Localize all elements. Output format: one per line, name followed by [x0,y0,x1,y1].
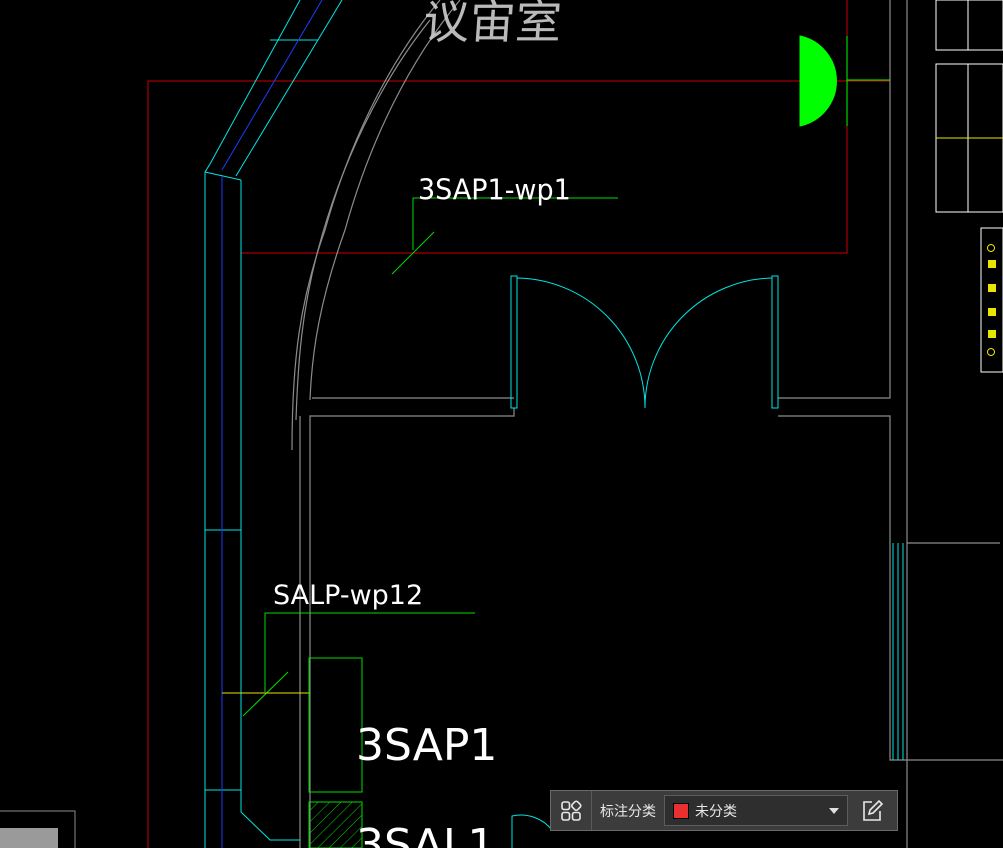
category-selected-value: 未分类 [695,803,737,820]
panel-sal1 [308,801,363,848]
leader-sap1-wp1 [391,197,618,275]
edit-icon [863,799,884,821]
category-color-swatch [673,802,689,819]
annotation-category-label: 标注分类 [600,803,656,820]
label-sal1: 3SAL1 [356,820,495,848]
light-fixture [799,35,890,127]
blue-wall-strip [221,0,323,848]
right-wall-lines [892,543,904,760]
grid-button[interactable] [551,791,592,830]
label-sap1-wp1: 3SAP1-wp1 [418,173,571,207]
panel-sap1 [308,657,363,793]
socket-strip [980,227,1003,373]
grey-outline [0,810,76,848]
edit-button[interactable] [852,791,892,830]
label-salp-wp12: SALP-wp12 [273,580,423,611]
category-select[interactable]: 未分类 [664,795,848,826]
label-sap1: 3SAP1 [356,720,497,771]
grid-icon [561,799,582,821]
chevron-down-icon [829,807,839,814]
room-label: 议宙室 [422,0,564,49]
door-arc-bottom [511,814,553,848]
leader-salp-wp12 [242,612,475,717]
red-boundary [147,0,890,848]
right-tables [935,0,1003,213]
annotation-toolbar: 标注分类 未分类 [550,790,898,831]
grey-walls [291,0,1003,848]
grey-block [0,828,58,848]
cyan-wall-strip [204,0,343,848]
double-door [510,275,779,409]
